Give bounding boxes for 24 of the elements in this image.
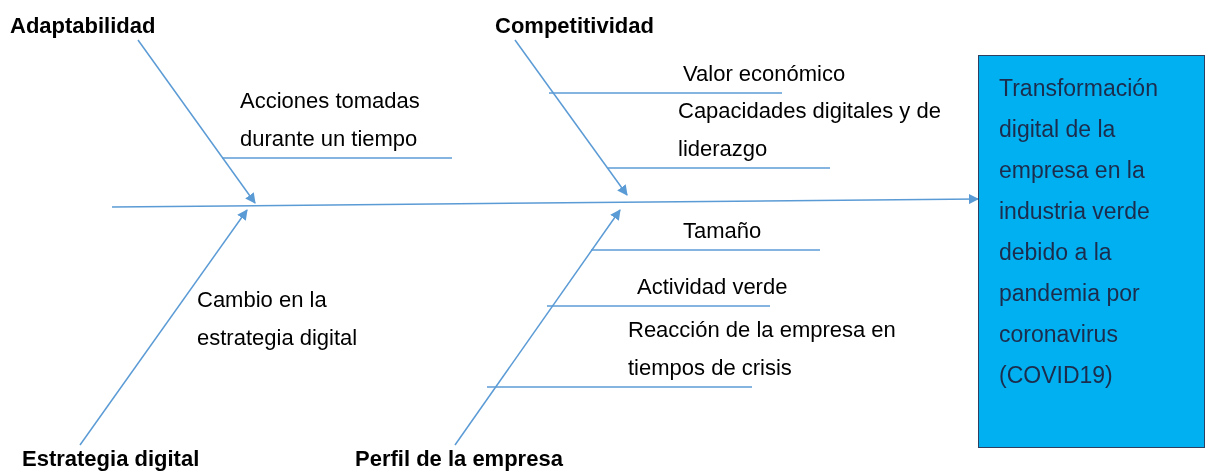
cause-label: Cambio en la estrategia digital	[197, 281, 412, 357]
category-label: Competitividad	[495, 12, 685, 40]
cause-label: Reacción de la empresa en tiempos de crisis	[628, 311, 928, 387]
sub-bone-line	[590, 249, 821, 251]
sub-bone-line	[486, 386, 753, 388]
category-label: Adaptabilidad	[10, 12, 180, 40]
bone-arrow	[137, 39, 256, 204]
cause-label: Tamaño	[683, 212, 823, 250]
bone-arrow	[514, 39, 628, 196]
sub-bone-line	[607, 167, 831, 169]
cause-label: Acciones tomadas durante un tiempo	[240, 82, 485, 158]
sub-bone-line	[221, 157, 453, 159]
sub-bone-line	[548, 92, 783, 94]
bone-arrow	[454, 209, 621, 446]
category-label: Estrategia digital	[22, 445, 227, 473]
category-label: Perfil de la empresa	[355, 445, 590, 473]
cause-label: Actividad verde	[637, 268, 847, 306]
spine-arrow	[111, 193, 980, 208]
sub-bone-line	[546, 305, 771, 307]
bone-arrow	[79, 209, 248, 446]
cause-label: Valor económico	[683, 55, 913, 93]
effect-box	[978, 55, 1205, 448]
cause-label: Capacidades digitales y de liderazgo	[678, 92, 948, 168]
effect-text: Transformación digital de la empresa en la industria verde debido a la pandemia por coronavirus (COVID19)	[999, 74, 1159, 390]
